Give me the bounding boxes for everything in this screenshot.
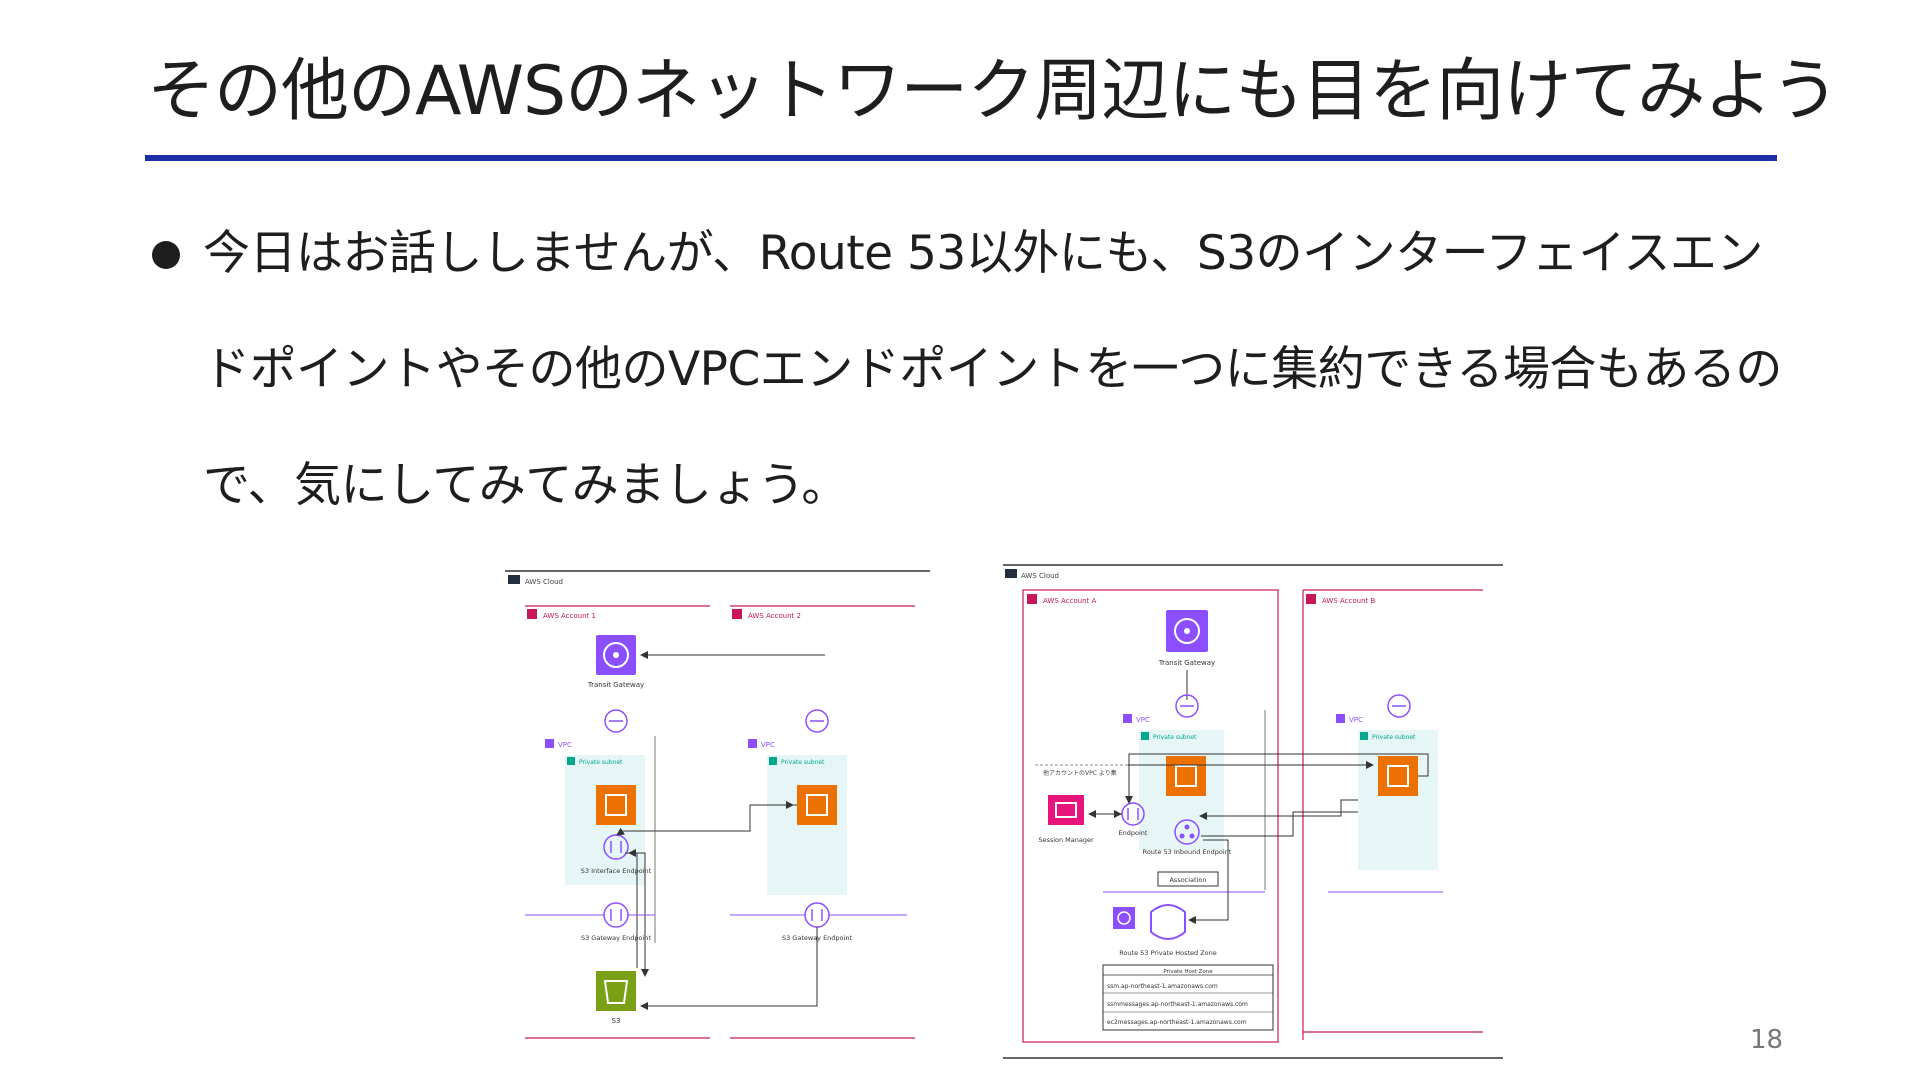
route53-inbound-endpoint-icon <box>1174 819 1200 845</box>
ec2-instance-icon <box>1378 756 1418 796</box>
vpc-icon <box>1123 714 1132 723</box>
inbound-endpoint-label: Route 53 Inbound Endpoint <box>1143 848 1232 856</box>
page-number: 18 <box>1750 1025 1784 1055</box>
subnet-label: Private subnet <box>781 759 825 766</box>
vpc-icon <box>1336 714 1345 723</box>
s3-gateway-endpoint-icon <box>804 902 830 928</box>
tgw-attachment-icon <box>1175 694 1199 718</box>
cloud-label: AWS Cloud <box>1021 572 1059 580</box>
account2-label: AWS Account 2 <box>748 612 801 620</box>
association-box <box>1157 871 1219 887</box>
route53-icon <box>1113 907 1135 929</box>
bullet-line-1: 今日はお話ししませんが、Route 53以外にも、S3のインターフェイスエン <box>203 226 1763 281</box>
vpc-label: VPC <box>1349 716 1363 724</box>
private-hosted-zone-icon <box>1150 904 1186 940</box>
s3-endpoint-diagram: AWS Cloud AWS Account 1 AWS Account 2 Tr… <box>505 570 930 1039</box>
ec2-instance-icon <box>797 785 837 825</box>
tgw-attachment-icon <box>1387 694 1411 718</box>
tgw-attachment-icon <box>805 709 829 733</box>
bullet-line-2: ドポイントやその他のVPCエンドポイントを一つに集約できる場合もあるの <box>203 342 1782 397</box>
s3-interface-endpoint-label: S3 Interface Endpoint <box>581 867 652 875</box>
aws-cloud-icon <box>1005 569 1017 578</box>
phz-record: ssm.ap-northeast-1.amazonaws.com <box>1107 983 1218 990</box>
phz-label: Route 53 Private Hosted Zone <box>1119 949 1217 957</box>
account-icon <box>1027 594 1037 604</box>
tgw-label: Transit Gateway <box>1158 659 1215 667</box>
s3-gateway-endpoint-icon <box>603 902 629 928</box>
session-manager-icon <box>1048 795 1084 825</box>
s3-bucket-icon <box>596 971 636 1011</box>
vpc-label: VPC <box>558 741 572 749</box>
phz-records-box <box>1102 964 1274 1031</box>
tgw-label: Transit Gateway <box>587 681 644 689</box>
ec2-instance-icon <box>596 785 636 825</box>
bullet-line-3: で、気にしてみてみましょう。 <box>203 458 848 513</box>
bullet-icon <box>152 241 180 269</box>
account-icon <box>732 609 742 619</box>
cloud-label: AWS Cloud <box>525 578 563 586</box>
ec2-instance-icon <box>1166 756 1206 796</box>
other-vpc-note: 他アカウントのVPC より集 <box>1043 769 1117 777</box>
route53-ssm-endpoint-diagram: AWS Cloud AWS Account A AWS Account B Tr… <box>1003 564 1503 1059</box>
phz-record: ec2messages.ap-northeast-1.amazonaws.com <box>1107 1019 1247 1026</box>
aws-cloud-icon <box>508 575 520 584</box>
subnet-label: Private subnet <box>1153 734 1197 741</box>
account-icon <box>527 609 537 619</box>
accountB-label: AWS Account B <box>1322 597 1375 605</box>
account1-label: AWS Account 1 <box>543 612 596 620</box>
vpc-icon <box>545 739 554 748</box>
subnet-label: Private subnet <box>579 759 623 766</box>
phz-record: ssmmessages.ap-northeast-1.amazonaws.com <box>1107 1001 1248 1008</box>
title-underline <box>145 155 1777 161</box>
session-manager-label: Session Manager <box>1038 836 1094 844</box>
phz-box-title: Private Host Zone <box>1163 969 1213 975</box>
association-label: Association <box>1169 876 1206 884</box>
s3-gateway-endpoint-label: S3 Gateway Endpoint <box>581 934 651 942</box>
endpoint-label: Endpoint <box>1119 829 1148 837</box>
s3-label: S3 <box>612 1017 621 1025</box>
tgw-attachment-icon <box>604 709 628 733</box>
subnet-label: Private subnet <box>1372 734 1416 741</box>
accountA-label: AWS Account A <box>1043 597 1096 605</box>
vpc-icon <box>748 739 757 748</box>
s3-interface-endpoint-icon <box>603 834 629 860</box>
account-icon <box>1306 594 1316 604</box>
private-subnet <box>1358 730 1438 870</box>
vpc-label: VPC <box>761 741 775 749</box>
slide-title: その他のAWSのネットワーク周辺にも目を向けてみよう <box>147 52 1839 131</box>
vpc-label: VPC <box>1136 716 1150 724</box>
